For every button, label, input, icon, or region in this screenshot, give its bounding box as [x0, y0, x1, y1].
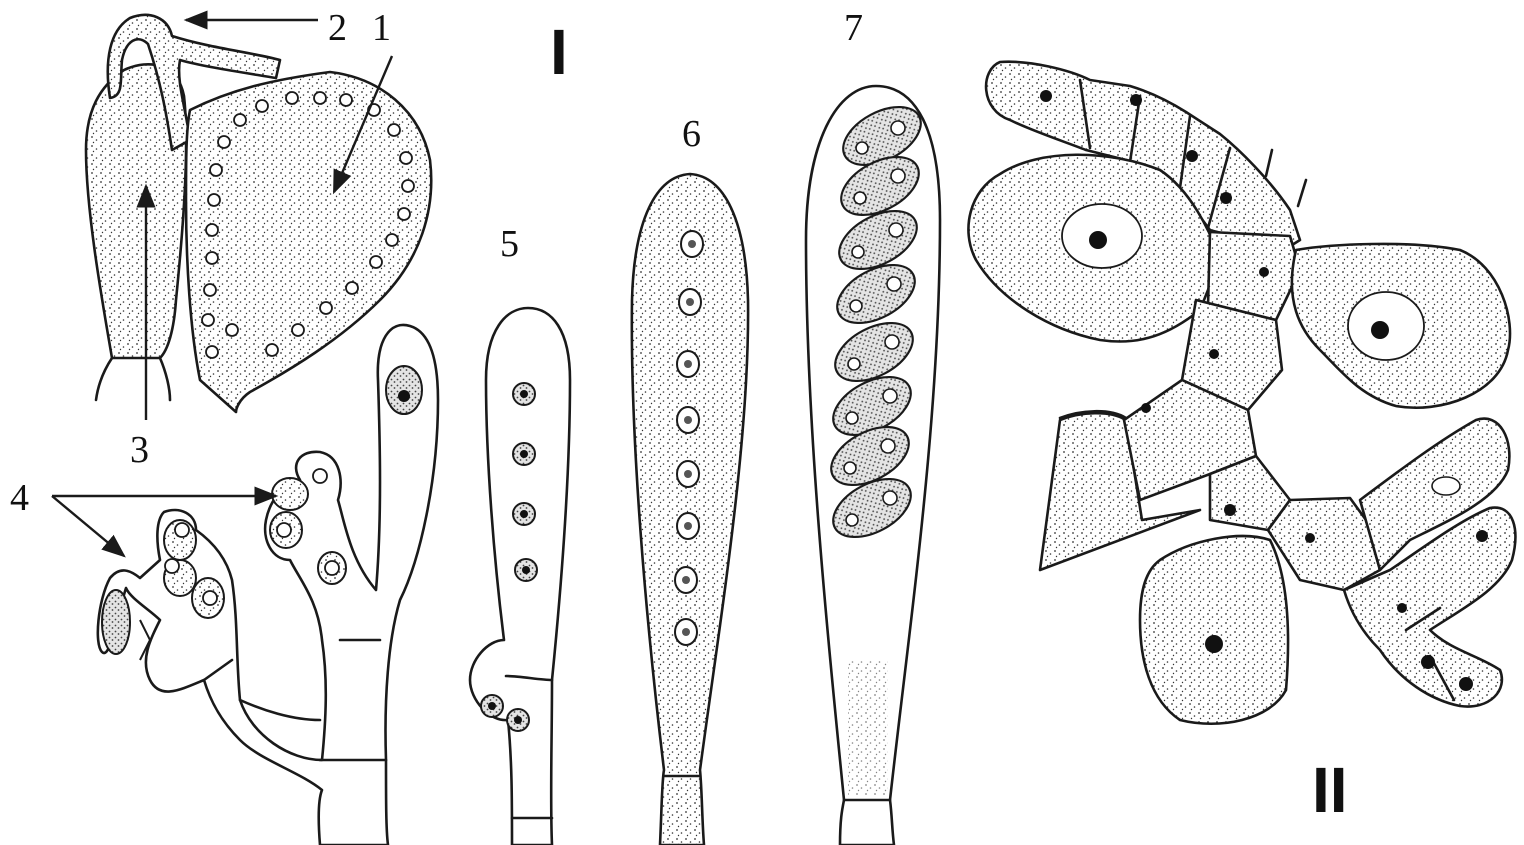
label-2: 2: [328, 7, 347, 49]
label-7: 7: [844, 7, 863, 49]
thallus-drawing-II: [968, 62, 1515, 724]
label-6: 6: [682, 113, 701, 155]
ascogenous-hyphae-drawing: [98, 325, 438, 845]
label-4: 4: [10, 477, 29, 519]
label-1: 1: [372, 7, 391, 49]
ascus-6: [632, 174, 748, 845]
label-part-II: II: [1312, 754, 1348, 826]
label-5: 5: [500, 223, 519, 265]
ascus-7: [806, 86, 940, 845]
label-part-I: I: [550, 16, 568, 88]
label-3: 3: [130, 429, 149, 471]
ascus-5: [470, 308, 570, 845]
